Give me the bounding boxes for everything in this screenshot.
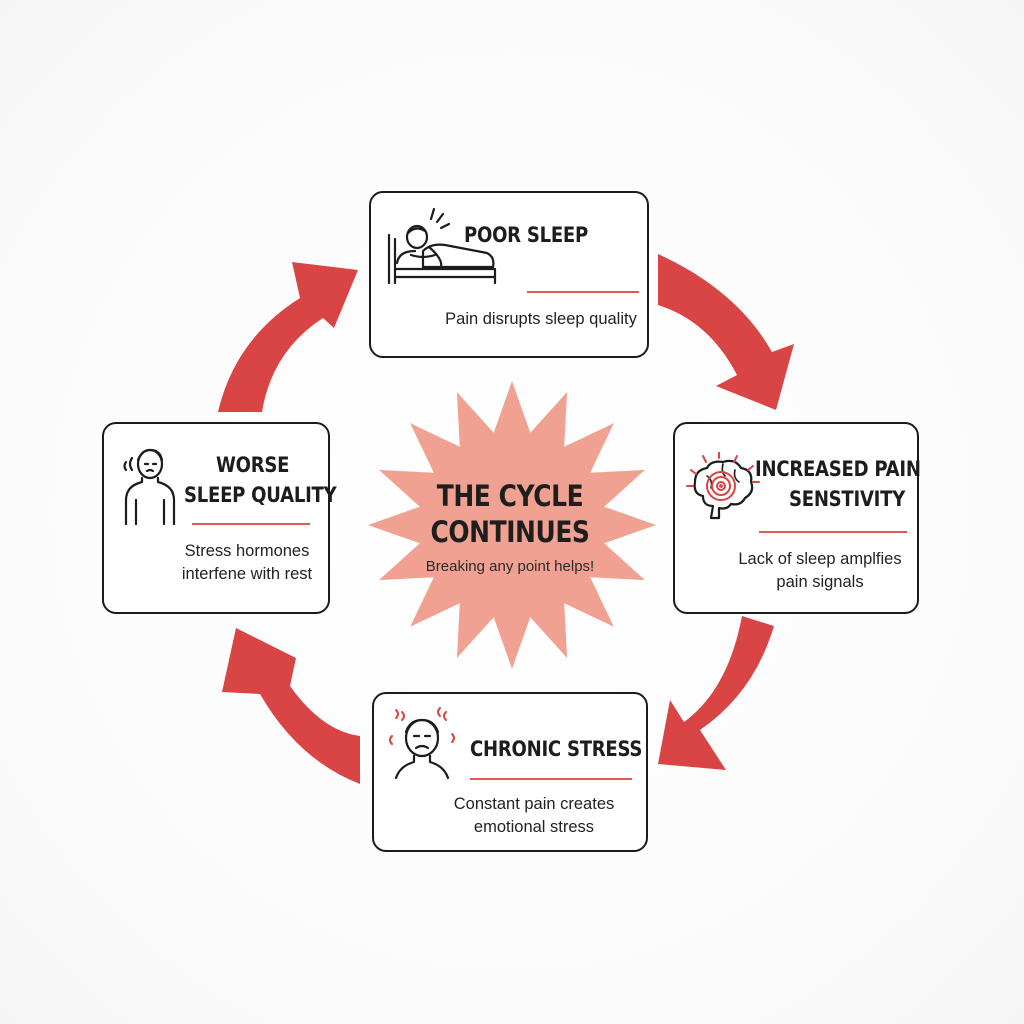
worse-sleep-description-line2: interfene with rest	[181, 565, 313, 583]
increased-pain-description-line2: pain signals	[776, 573, 864, 591]
center-subtitle: Breaking any point helps!	[425, 558, 595, 575]
stressed-face-icon	[389, 707, 455, 780]
chronic-stress-divider	[470, 778, 632, 780]
center-title-line1: THE CYCLE	[436, 479, 584, 513]
node-worse-sleep: WORSE SLEEP QUALITY Stress hormones inte…	[102, 422, 337, 614]
node-increased-pain: INCREASED PAIN SENSTIVITY Lack of sleep …	[673, 422, 921, 614]
worse-sleep-description-line1: Stress hormones	[184, 542, 310, 560]
chronic-stress-title: CHRONIC STRESS	[470, 737, 643, 761]
poor-sleep-divider	[527, 291, 639, 293]
increased-pain-title-line1: INCREASED PAIN	[755, 457, 921, 481]
node-chronic-stress: CHRONIC STRESS Constant pain creates emo…	[372, 692, 648, 852]
poor-sleep-title: POOR SLEEP	[464, 223, 588, 247]
arrow-stress-to-worse-sleep	[222, 628, 360, 784]
starburst-shape	[368, 381, 656, 669]
center-starburst	[368, 381, 656, 669]
arrow-worse-sleep-to-poor-sleep	[218, 262, 358, 412]
worse-sleep-divider	[192, 523, 310, 525]
increased-pain-title-line2: SENSTIVITY	[789, 487, 906, 511]
chronic-stress-description-line2: emotional stress	[473, 818, 595, 836]
worse-sleep-title-line2: SLEEP QUALITY	[184, 483, 337, 507]
worse-sleep-title-line1: WORSE	[216, 453, 290, 477]
person-in-bed-icon	[387, 207, 497, 285]
node-poor-sleep: POOR SLEEP Pain disrupts sleep quality	[369, 191, 649, 358]
brain-pain-icon	[686, 452, 760, 520]
tired-person-icon	[123, 448, 176, 526]
center-label: THE CYCLE CONTINUES Breaking any point h…	[380, 478, 640, 575]
arrow-pain-to-stress	[658, 616, 774, 770]
center-title: THE CYCLE CONTINUES	[398, 478, 622, 550]
poor-sleep-description: Pain disrupts sleep quality	[445, 310, 637, 328]
center-title-line2: CONTINUES	[430, 515, 590, 549]
arrow-poor-sleep-to-pain	[658, 254, 794, 410]
increased-pain-description-line1: Lack of sleep amplfies	[738, 550, 902, 568]
increased-pain-divider	[759, 531, 907, 533]
chronic-stress-description-line1: Constant pain creates	[453, 795, 615, 813]
